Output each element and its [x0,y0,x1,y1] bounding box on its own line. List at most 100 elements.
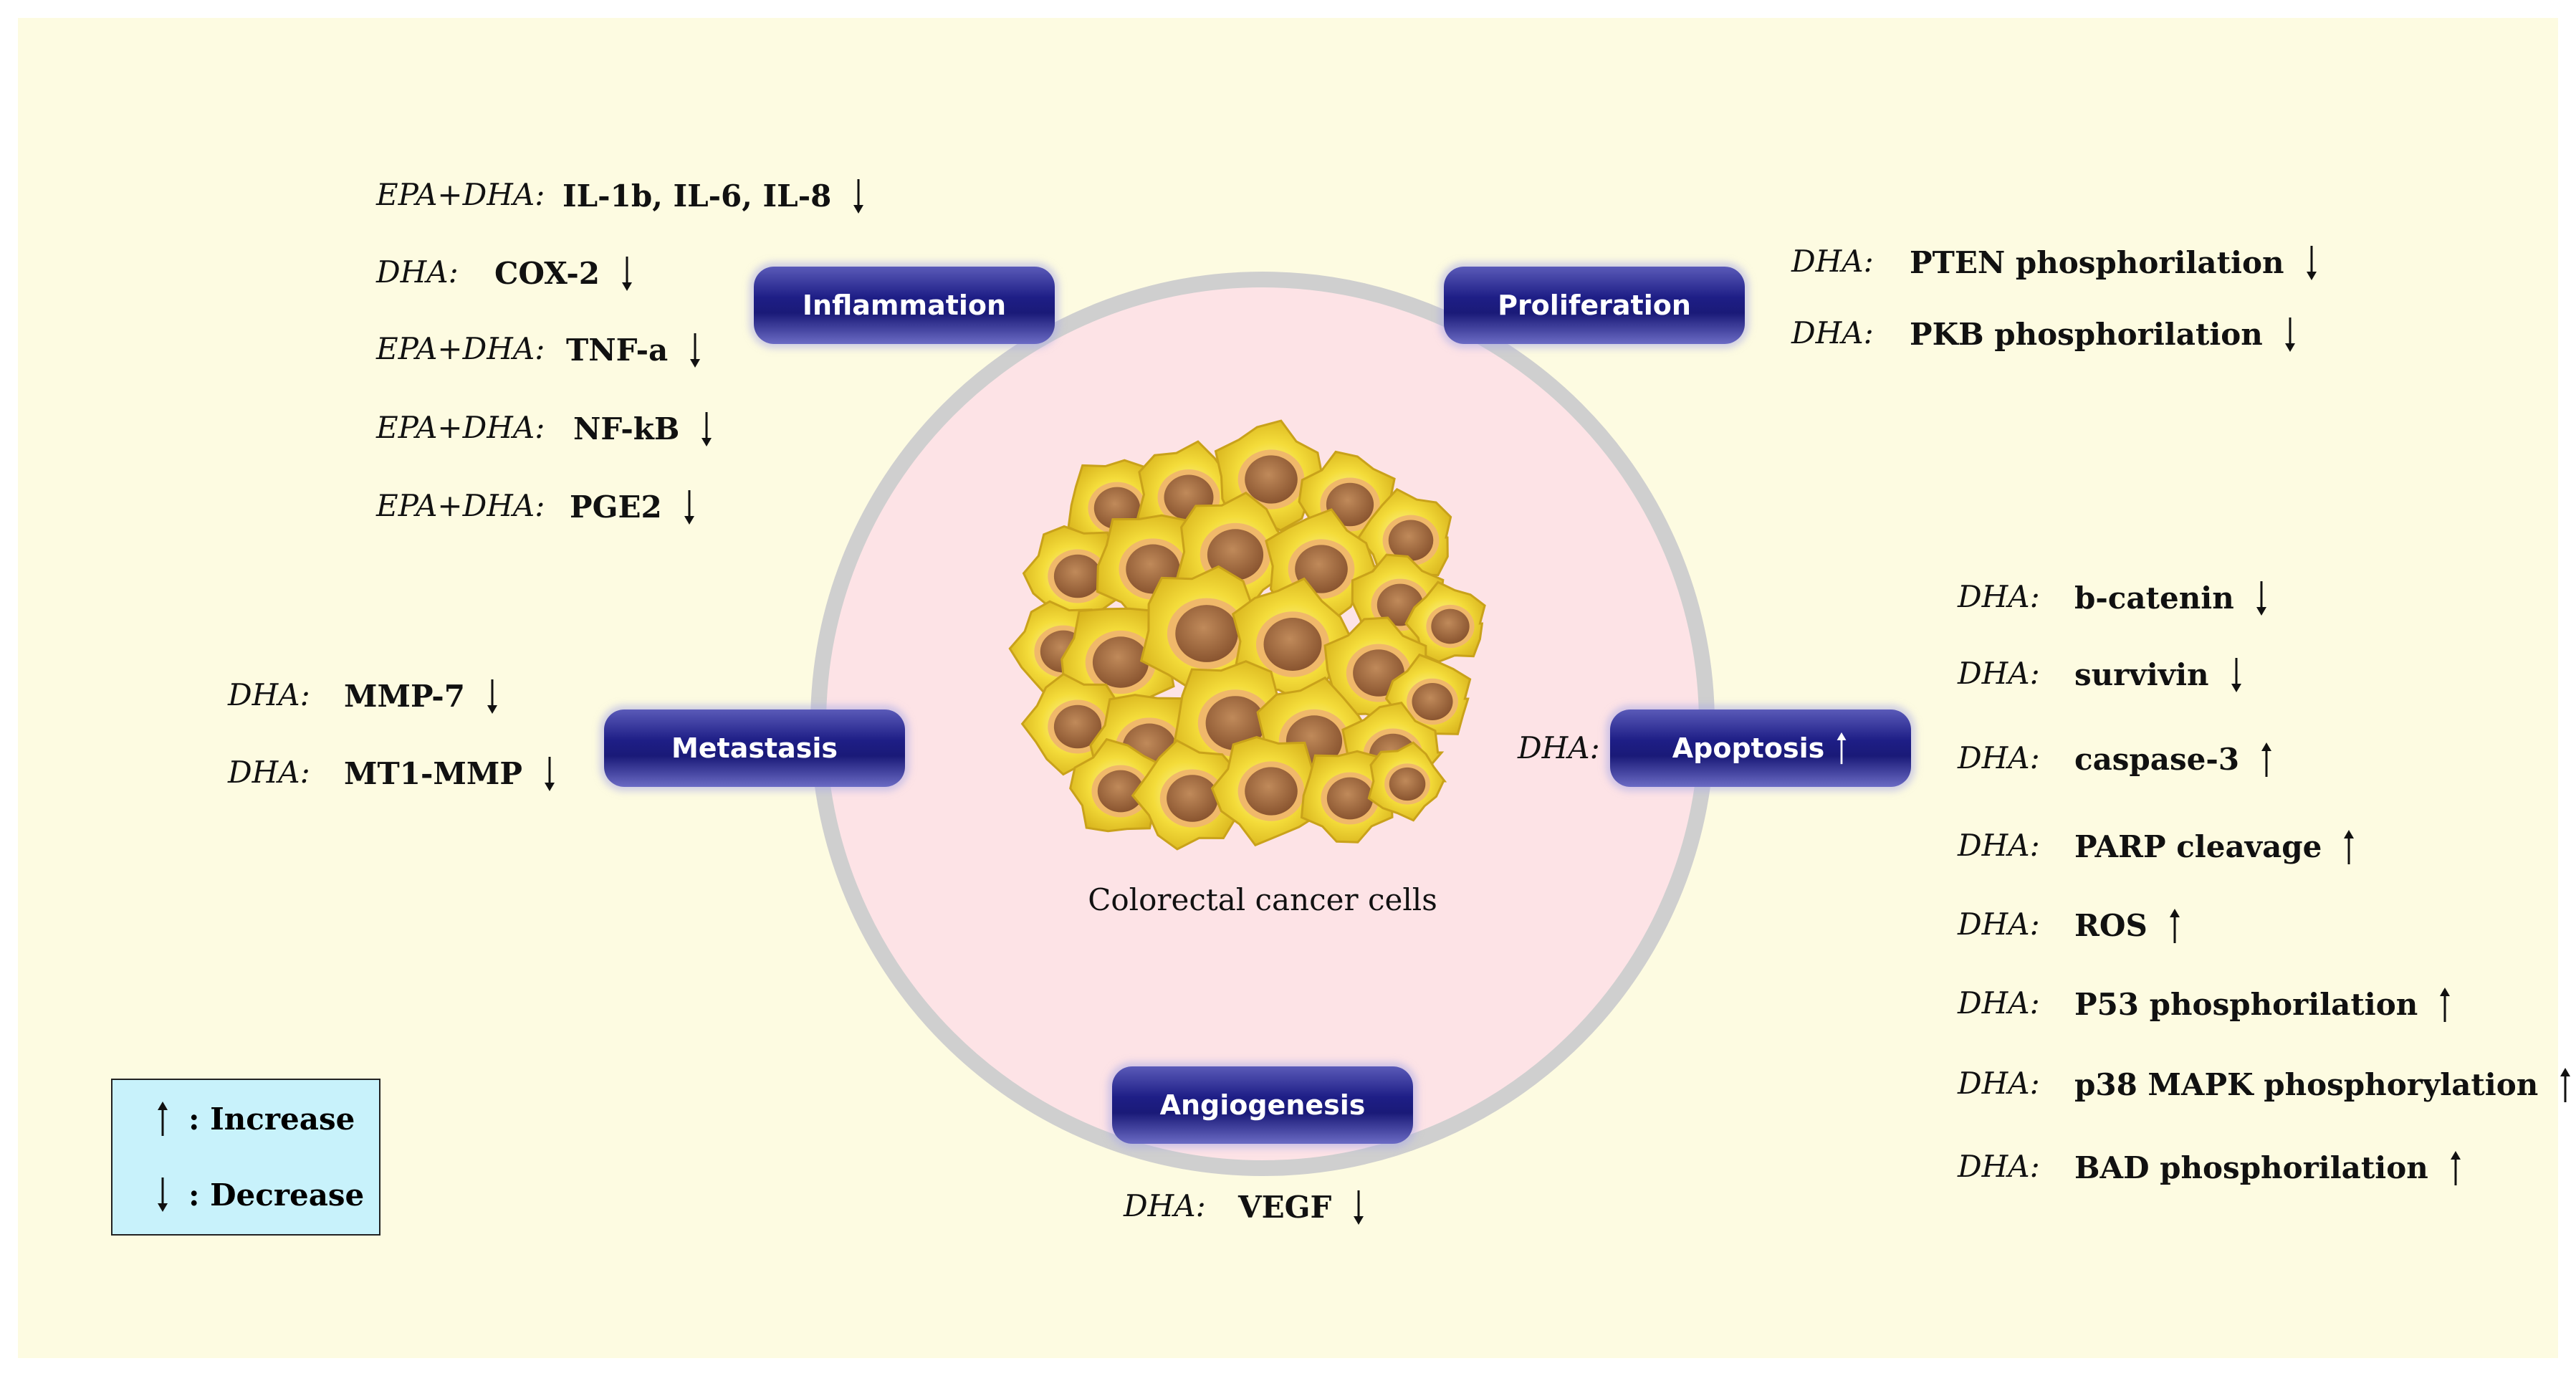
effect-target: PKB phosphorilation [1910,316,2297,353]
effect-target: IL-1b, IL-6, IL-8 [562,178,866,215]
angiogenesis-label: Angiogenesis [1159,1089,1366,1121]
inflammation-label: Inflammation [802,290,1007,321]
effect-target: P53 phosphorilation [2074,986,2452,1023]
cancer-cell [1069,737,1166,833]
effect-agent: DHA: [228,755,310,790]
effect-agent: DHA: [1958,985,2040,1021]
effect-agent: DHA: [1958,656,2040,691]
cancer-cell [1265,508,1379,623]
effect-target-text: survivin [2074,657,2209,692]
down-arrow-icon [684,490,694,525]
effect-target: BAD phosphorilation [2074,1150,2463,1187]
effect-agent: EPA+DHA: [376,331,545,366]
effect-target-text: TNF-a [566,333,669,368]
down-arrow-icon [690,333,701,368]
effect-agent: DHA: [1958,828,2040,863]
effect-agent: DHA: [1958,907,2040,942]
apoptosis-category: Apoptosis [1610,710,1911,787]
effect-target: MMP-7 [344,678,499,715]
up-arrow-icon [2169,909,2180,943]
down-arrow-icon [1354,1190,1364,1225]
effect-target-text: IL-1b, IL-6, IL-8 [562,178,832,214]
effect-agent: DHA: [1791,244,1874,279]
effect-agent: EPA+DHA: [376,488,545,523]
effect-target-text: P53 phosphorilation [2074,987,2418,1022]
effect-agent: EPA+DHA: [376,410,545,445]
effect-agent: DHA: [1958,1149,2040,1184]
legend-increase-label: : Increase [188,1101,355,1137]
down-arrow-icon [2256,581,2266,616]
effect-target: VEGF [1238,1189,1366,1226]
effect-target-text: MT1-MMP [344,756,522,791]
up-arrow-icon [2261,742,2272,777]
up-arrow-icon [1837,732,1847,765]
down-arrow-icon [853,179,864,214]
effect-target-text: BAD phosphorilation [2074,1150,2428,1185]
down-arrow-icon [487,679,497,714]
center-label: Colorectal cancer cells [1088,882,1437,917]
effect-agent: DHA: [1124,1188,1206,1223]
apoptosis-label: Apoptosis [1672,732,1825,764]
effect-agent: DHA: [228,677,310,712]
effect-target-text: PTEN phosphorilation [1910,245,2284,280]
inflammation-category: Inflammation [754,267,1055,344]
cancer-cell [1210,736,1322,847]
effect-target-text: p38 MAPK phosphorylation [2074,1067,2539,1102]
cancer-cell [1131,739,1239,851]
down-arrow-icon [702,412,712,446]
effect-agent: DHA: [1958,740,2040,775]
effect-target: ROS [2074,907,2182,945]
up-arrow-icon [2560,1068,2571,1102]
effect-target: COX-2 [494,255,634,292]
down-arrow-icon [158,1177,168,1212]
down-arrow-icon [2231,658,2241,692]
effect-target-text: ROS [2074,908,2148,943]
down-arrow-icon [544,757,555,791]
effect-target-text: COX-2 [494,256,600,291]
effect-target-text: VEGF [1238,1190,1332,1225]
effect-target: PARP cleavage [2074,828,2356,866]
down-arrow-icon [622,257,633,291]
legend-increase: : Increase [155,1100,355,1137]
effect-agent: DHA: [376,254,459,290]
effect-agent: DHA: [1958,579,2040,614]
apoptosis-prefix: DHA: [1518,731,1600,765]
cancer-cell [1367,741,1447,822]
effect-target: survivin [2074,656,2244,694]
proliferation-label: Proliferation [1498,290,1691,321]
effect-agent: DHA: [1958,1066,2040,1101]
effect-target: NF-kB [573,411,714,448]
effect-target-text: PGE2 [570,489,662,525]
angiogenesis-category: Angiogenesis [1112,1066,1413,1144]
cancer-cell [1404,580,1486,663]
legend-decrease: : Decrease [155,1176,364,1213]
up-arrow-icon [158,1102,168,1136]
effect-target-text: b-catenin [2074,580,2234,616]
apoptosis-prefix-text: DHA: [1518,730,1600,765]
effect-target: PGE2 [570,489,696,526]
metastasis-category: Metastasis [604,710,905,787]
effect-target-text: caspase-3 [2074,742,2240,777]
effect-target-text: NF-kB [573,411,680,446]
metastasis-label: Metastasis [671,732,838,764]
down-arrow-icon [2284,317,2295,352]
effect-target-text: PKB phosphorilation [1910,317,2263,352]
effect-target: TNF-a [566,332,702,369]
effect-agent: DHA: [1791,315,1874,350]
effect-target: PTEN phosphorilation [1910,244,2319,282]
effect-target: caspase-3 [2074,741,2274,778]
up-arrow-icon [2450,1151,2461,1185]
down-arrow-icon [2306,246,2317,280]
effect-target-text: MMP-7 [344,679,465,714]
effect-target: p38 MAPK phosphorylation [2074,1066,2572,1104]
up-arrow-icon [2440,988,2451,1022]
up-arrow-icon [2344,830,2355,864]
effect-target: MT1-MMP [344,755,557,793]
legend: : Increase : Decrease [111,1079,380,1236]
cancer-cell-cluster [1008,419,1486,851]
effect-target: b-catenin [2074,580,2269,617]
proliferation-category: Proliferation [1444,267,1745,344]
effect-target-text: PARP cleavage [2074,829,2322,864]
effect-agent: EPA+DHA: [376,177,545,212]
legend-decrease-label: : Decrease [188,1177,365,1213]
